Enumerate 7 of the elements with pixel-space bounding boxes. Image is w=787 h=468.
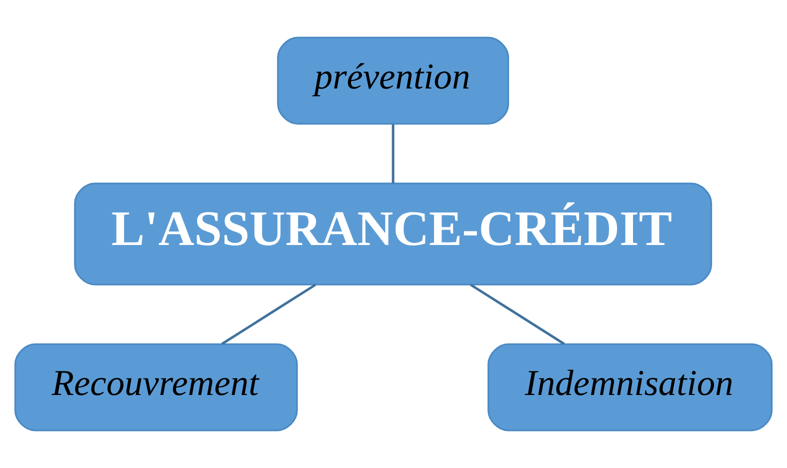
connector: [470, 284, 565, 345]
connector: [221, 284, 316, 345]
node-box: L'ASSURANCE-CRÉDIT: [74, 182, 712, 286]
node-box: Recouvrement: [14, 343, 298, 432]
node-box: prévention: [277, 36, 510, 125]
connector: [392, 124, 394, 184]
node-box: Indemnisation: [488, 343, 773, 432]
